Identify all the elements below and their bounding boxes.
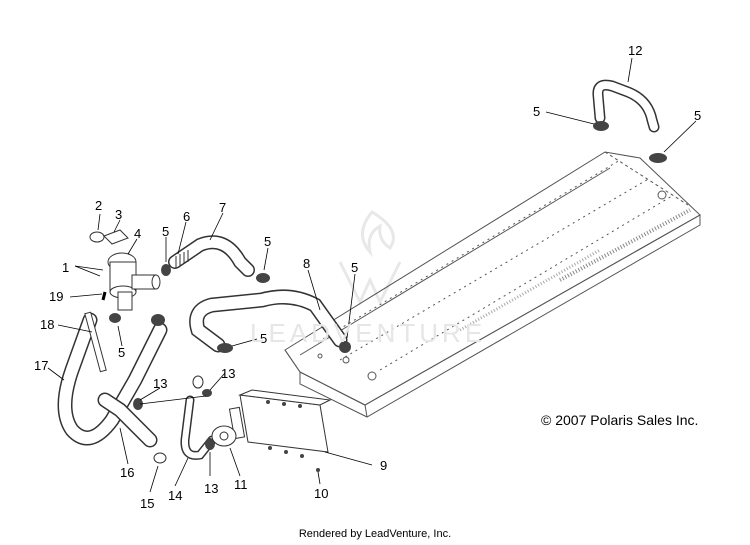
callout-5: 5 <box>260 331 267 346</box>
watermark-logo <box>338 210 402 306</box>
clamp-icon <box>205 438 215 450</box>
callout-13: 13 <box>153 376 167 391</box>
thermostat-housing <box>107 252 161 311</box>
clamp-icon <box>151 314 165 326</box>
clamp-icon <box>161 264 171 276</box>
callout-6: 6 <box>183 209 190 224</box>
callout-16: 16 <box>120 465 134 480</box>
clamp-icon <box>192 375 204 389</box>
heat-exchanger-plate <box>211 389 332 453</box>
callout-5: 5 <box>264 234 271 249</box>
plug-icon <box>153 452 167 464</box>
callout-14: 14 <box>168 488 182 503</box>
callout-17: 17 <box>34 358 48 373</box>
watermark-text: LEADVENTURE <box>250 318 487 348</box>
callout-13: 13 <box>221 366 235 381</box>
callout-4: 4 <box>134 226 141 241</box>
callout-9: 12 <box>628 43 642 58</box>
callout-15: 15 <box>140 496 154 511</box>
callout-5: 5 <box>694 108 701 123</box>
callout-5: 5 <box>533 104 540 119</box>
callout-1: 1 <box>62 260 69 275</box>
callout-5: 5 <box>162 224 169 239</box>
callout-2: 2 <box>95 198 102 213</box>
clamp-icon <box>217 343 233 353</box>
callout-18: 18 <box>40 317 54 332</box>
clamp-icon <box>593 121 609 131</box>
clamp-icon <box>133 398 143 410</box>
clamp-icon <box>339 341 351 353</box>
callout-10: 9 <box>380 458 387 473</box>
cap-icon <box>89 231 105 243</box>
callout-3: 3 <box>115 207 122 222</box>
callout-11: 10 <box>314 486 328 501</box>
callout-8: 8 <box>303 256 310 271</box>
callout-12: 11 <box>234 477 248 492</box>
callout-13: 13 <box>204 481 218 496</box>
callout-5: 5 <box>118 345 125 360</box>
callout-labels: 12 5 5 2 3 4 5 6 7 5 8 5 1 19 18 5 5 17 … <box>34 43 701 511</box>
clamp-icon <box>256 273 270 283</box>
bolt-row <box>266 400 320 472</box>
callout-7: 7 <box>219 200 226 215</box>
callout-5: 5 <box>351 260 358 275</box>
footer-credit: Rendered by LeadVenture, Inc. <box>298 528 452 540</box>
bleed-tube <box>84 311 107 373</box>
leader-lines <box>47 57 697 493</box>
clamp-icon <box>109 313 121 323</box>
callout-19: 19 <box>49 289 63 304</box>
copyright-text: © 2007 Polaris Sales Inc. <box>541 412 699 428</box>
clamp-icon <box>202 389 212 397</box>
gasket-icon <box>103 229 129 245</box>
tunnel-cooler <box>284 151 701 418</box>
clamp-icon <box>649 153 667 163</box>
